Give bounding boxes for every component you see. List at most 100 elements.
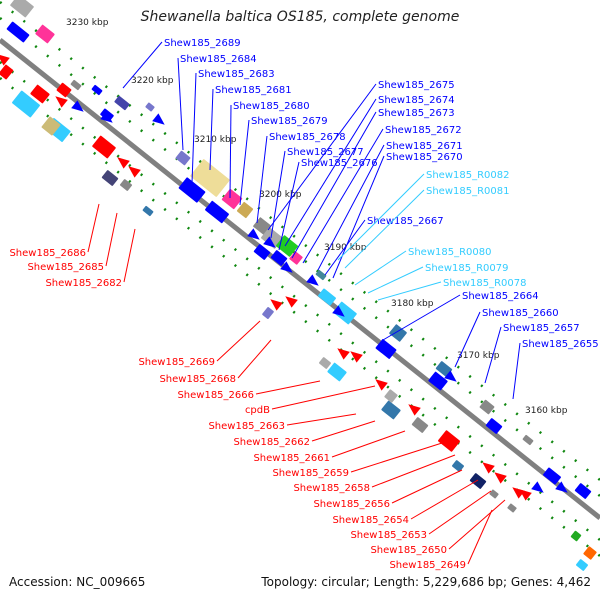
- rna-gene-label: Shew185_R0080: [408, 247, 492, 258]
- forward-gene-label: Shew185_2671: [386, 141, 463, 152]
- forward-gene-glyph-9: [178, 177, 206, 203]
- forward-gene-label-leader: [209, 88, 214, 171]
- reverse-arrow-5: [285, 296, 298, 308]
- forward-gene-label-leader: [122, 41, 163, 89]
- reverse-gene-glyph-2: [56, 82, 72, 98]
- forward-gene-label: Shew185_2670: [386, 152, 463, 163]
- forward-gene-label: Shew185_2673: [378, 108, 455, 119]
- reverse-gene-label: Shew185_2666: [177, 390, 254, 401]
- forward-arrow-3: [247, 228, 260, 240]
- reverse-arrow-12: [519, 489, 532, 501]
- forward-gene-glyph-12: [205, 200, 229, 224]
- forward-gene-glyph-1: [35, 24, 55, 44]
- forward-gene-label: Shew185_2676: [301, 158, 378, 169]
- reverse-gene-glyph-0: [0, 64, 14, 80]
- scale-label: 3230 kbp: [66, 18, 109, 28]
- forward-gene-glyph-2: [6, 21, 30, 43]
- forward-gene-label-leader: [382, 294, 461, 341]
- reverse-gene-label: Shew185_2686: [9, 248, 86, 259]
- forward-gene-label: Shew185_2674: [378, 95, 455, 106]
- forward-gene-glyph-29: [522, 434, 534, 446]
- reverse-gene-label: Shew185_2654: [332, 515, 409, 526]
- rna-gene-label-leader: [337, 173, 425, 261]
- reverse-gene-label: Shew185_2682: [45, 278, 122, 289]
- reverse-gene-label-leader: [428, 490, 492, 535]
- scale-label: 3180 kbp: [391, 299, 434, 309]
- forward-gene-glyph-21: [318, 288, 336, 306]
- forward-arrow-1: [100, 111, 113, 123]
- reverse-gene-label-leader: [105, 212, 118, 267]
- reverse-gene-label: Shew185_2662: [233, 437, 310, 448]
- reverse-gene-label-leader: [255, 380, 321, 395]
- reverse-arrow-10: [482, 462, 495, 474]
- forward-gene-label-leader: [284, 98, 377, 247]
- reverse-arrow-9: [408, 404, 421, 416]
- scale-label: 3170 kbp: [457, 351, 500, 361]
- forward-gene-label: Shew185_2683: [198, 69, 275, 80]
- forward-gene-label-leader: [484, 326, 502, 384]
- forward-gene-glyph-20: [315, 269, 327, 281]
- forward-gene-glyph-19: [270, 250, 288, 266]
- reverse-gene-label: Shew185_2661: [253, 453, 330, 464]
- forward-gene-glyph-15: [261, 227, 283, 249]
- reverse-arrow-3: [128, 166, 141, 178]
- reverse-gene-glyph-11: [327, 362, 347, 382]
- forward-gene-label: Shew185_2667: [367, 216, 444, 227]
- reverse-arrow-4: [270, 299, 283, 311]
- reverse-gene-glyph-13: [381, 400, 401, 420]
- forward-gene-glyph-28: [485, 418, 503, 434]
- forward-gene-label-leader: [317, 144, 385, 271]
- forward-gene-glyph-25: [428, 371, 448, 391]
- forward-gene-label: Shew185_2689: [164, 38, 241, 49]
- rna-gene-label: Shew185_R0081: [426, 186, 510, 197]
- forward-gene-glyph-13: [236, 201, 254, 219]
- forward-gene-label-leader: [256, 135, 268, 224]
- forward-gene-label-leader: [239, 119, 250, 206]
- forward-gene-glyph-24: [389, 324, 407, 342]
- reverse-gene-label: Shew185_2658: [293, 483, 370, 494]
- forward-gene-label: Shew185_2660: [482, 308, 559, 319]
- forward-gene-glyph-31: [574, 483, 592, 499]
- reverse-gene-glyph-12: [319, 357, 331, 369]
- reverse-gene-label-leader: [391, 469, 463, 504]
- reverse-gene-label-leader: [123, 228, 136, 283]
- forward-gene-glyph-7: [145, 102, 155, 112]
- reverse-gene-glyph-5: [41, 116, 61, 136]
- topology-label: Topology: circular; Length: 5,229,686 bp…: [261, 575, 591, 589]
- reverse-gene-label-leader: [448, 499, 506, 550]
- scale-label: 3160 kbp: [525, 406, 568, 416]
- reverse-gene-glyph-9: [142, 205, 154, 217]
- forward-arrow-6: [306, 274, 319, 286]
- forward-gene-label-leader: [177, 57, 184, 151]
- rna-gene-label: Shew185_R0078: [443, 278, 527, 289]
- forward-gene-glyph-32: [570, 530, 582, 542]
- forward-arrow-7: [332, 305, 345, 317]
- scale-label: 3220 kbp: [131, 76, 174, 86]
- forward-gene-label: Shew185_2672: [385, 125, 462, 136]
- backbone-line: [0, 38, 600, 520]
- reverse-gene-glyph-6: [92, 135, 116, 159]
- reverse-gene-label: cpdB: [245, 405, 270, 416]
- forward-gene-label-leader: [454, 311, 481, 368]
- reverse-arrow-1: [55, 96, 68, 108]
- reverse-arrow-13: [494, 472, 507, 484]
- reverse-gene-label-leader: [410, 479, 479, 520]
- reverse-gene-label: Shew185_2649: [389, 560, 466, 571]
- reverse-gene-label-leader: [371, 454, 456, 488]
- reverse-gene-label-leader: [237, 339, 272, 379]
- reverse-gene-label: Shew185_2668: [159, 374, 236, 385]
- reverse-arrow-7: [350, 351, 363, 363]
- reverse-gene-glyph-3: [12, 90, 40, 118]
- reverse-gene-glyph-18: [469, 473, 487, 489]
- reverse-gene-label-leader: [467, 509, 493, 565]
- forward-gene-glyph-17: [289, 251, 303, 265]
- forward-gene-glyph-34: [576, 559, 588, 571]
- forward-gene-label-leader: [291, 111, 377, 259]
- forward-gene-glyph-5: [114, 95, 130, 111]
- accession-label: Accession: NC_009665: [9, 575, 146, 589]
- forward-gene-label: Shew185_2680: [233, 101, 310, 112]
- reverse-gene-glyph-7: [101, 170, 119, 186]
- reverse-gene-label-leader: [87, 203, 100, 253]
